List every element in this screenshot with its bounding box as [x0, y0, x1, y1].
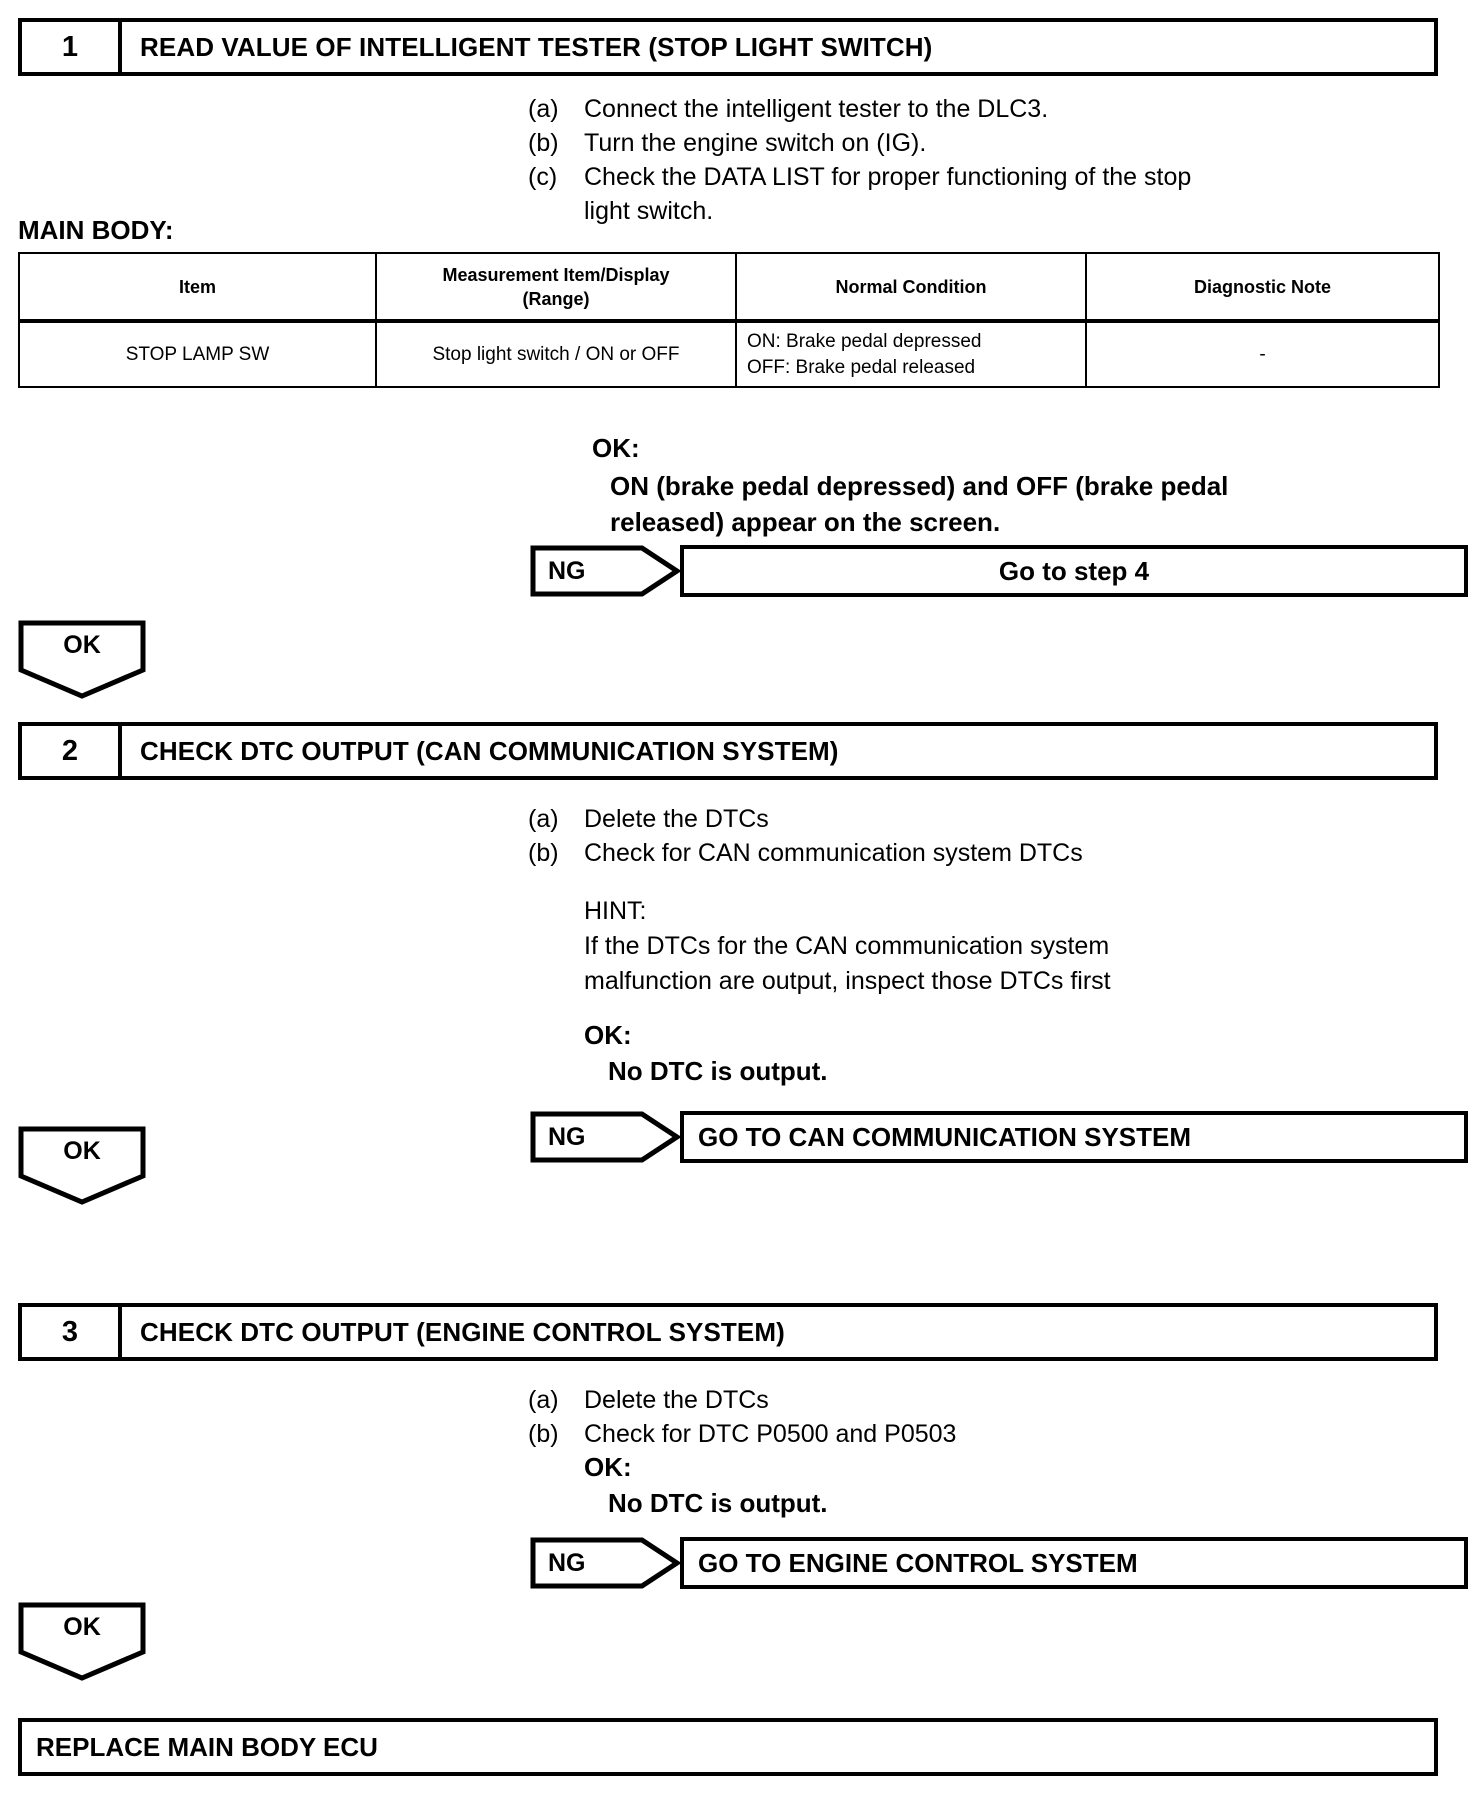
- cell-item: STOP LAMP SW: [18, 319, 377, 388]
- cell-diagnostic-note: -: [1085, 319, 1440, 388]
- step-3-ok-label: OK:: [584, 1452, 632, 1482]
- step-1-procedure-c: (c) Check the DATA LIST for proper funct…: [528, 160, 1191, 228]
- step-3-ng-branch: NG GO TO ENGINE CONTROL SYSTEM: [530, 1537, 1468, 1589]
- ng-chevron-icon: NG: [530, 1111, 680, 1163]
- ng-chevron-shape: [530, 545, 680, 597]
- step-3-ng-label: NG: [548, 1548, 586, 1577]
- step-1-ok-marker: OK: [18, 620, 146, 700]
- step-2-ng-target: GO TO CAN COMMUNICATION SYSTEM: [680, 1111, 1468, 1163]
- step-2-number: 2: [22, 726, 122, 776]
- step-1-ng-branch: NG Go to step 4: [530, 545, 1468, 597]
- table-header-measurement: Measurement Item/Display (Range): [375, 252, 737, 323]
- ok-pentagon-shape: [18, 1602, 146, 1681]
- ng-chevron-icon: NG: [530, 1537, 680, 1589]
- ok-pentagon-shape: [18, 620, 146, 699]
- step-3-header: 3 CHECK DTC OUTPUT (ENGINE CONTROL SYSTE…: [18, 1303, 1438, 1361]
- cell-normal-condition: ON: Brake pedal depressed OFF: Brake ped…: [735, 319, 1087, 388]
- final-result-box: REPLACE MAIN BODY ECU: [18, 1718, 1438, 1776]
- step-3-number: 3: [22, 1307, 122, 1357]
- step-1-ng-target: Go to step 4: [680, 545, 1468, 597]
- step-1-procedure-b: (b) Turn the engine switch on (IG).: [528, 126, 926, 160]
- step-2-procedure-b-label: (b): [528, 839, 559, 867]
- step-3-ok-marker: OK: [18, 1602, 146, 1682]
- data-list-table: Item Measurement Item/Display (Range) No…: [18, 252, 1440, 388]
- step-3-title: CHECK DTC OUTPUT (ENGINE CONTROL SYSTEM): [140, 1316, 785, 1347]
- ng-chevron-shape: [530, 1537, 680, 1589]
- step-1-procedure-a: (a) Connect the intelligent tester to th…: [528, 92, 1048, 126]
- step-2-ok-marker-label: OK: [63, 1136, 101, 1165]
- step-1-procedure-a-label: (a): [528, 95, 559, 123]
- step-1-procedure-b-label: (b): [528, 129, 559, 157]
- table-header-normal-condition: Normal Condition: [735, 252, 1087, 323]
- step-3-procedure-a-text: Delete the DTCs: [584, 1386, 769, 1414]
- step-1-ok-text: ON (brake pedal depressed) and OFF (brak…: [610, 471, 1229, 537]
- ok-pentagon-shape: [18, 1126, 146, 1205]
- step-2-ng-branch: NG GO TO CAN COMMUNICATION SYSTEM: [530, 1111, 1468, 1163]
- step-1-procedure-b-text: Turn the engine switch on (IG).: [584, 129, 927, 157]
- step-3-procedure-a: (a) Delete the DTCs: [528, 1383, 769, 1417]
- step-1-title: READ VALUE OF INTELLIGENT TESTER (STOP L…: [140, 31, 933, 62]
- table-header-item: Item: [18, 252, 377, 323]
- step-1-procedure-c-text: Check the DATA LIST for proper functioni…: [584, 163, 1192, 225]
- step-1-ok-label: OK:: [592, 433, 640, 463]
- step-2-ok-marker: OK: [18, 1126, 146, 1206]
- step-2-ok-text: No DTC is output.: [608, 1056, 828, 1086]
- main-body-label: MAIN BODY:: [18, 215, 174, 245]
- step-1-number: 1: [22, 22, 122, 72]
- ng-chevron-icon: NG: [530, 545, 680, 597]
- step-3-procedure-b-text: Check for DTC P0500 and P0503: [584, 1420, 957, 1448]
- step-2-procedure-a: (a) Delete the DTCs: [528, 802, 769, 836]
- step-1-header: 1 READ VALUE OF INTELLIGENT TESTER (STOP…: [18, 18, 1438, 76]
- step-2-procedure-b-text: Check for CAN communication system DTCs: [584, 839, 1083, 867]
- table-header-diagnostic-note: Diagnostic Note: [1085, 252, 1440, 323]
- table-row: STOP LAMP SW Stop light switch / ON or O…: [18, 319, 1440, 388]
- cell-measurement: Stop light switch / ON or OFF: [375, 319, 737, 388]
- step-2-hint-text: If the DTCs for the CAN communication sy…: [584, 932, 1111, 995]
- step-3-procedure-a-label: (a): [528, 1386, 559, 1414]
- step-1-procedure-c-label: (c): [528, 163, 558, 191]
- step-2-hint-label: HINT:: [584, 897, 647, 925]
- step-2-header: 2 CHECK DTC OUTPUT (CAN COMMUNICATION SY…: [18, 722, 1438, 780]
- step-3-ok-marker-label: OK: [63, 1612, 101, 1641]
- step-3-procedure-b-label: (b): [528, 1420, 559, 1448]
- step-3-ok-text: No DTC is output.: [608, 1488, 828, 1518]
- step-2-procedure-a-text: Delete the DTCs: [584, 805, 769, 833]
- step-3-procedure-b: (b) Check for DTC P0500 and P0503: [528, 1417, 956, 1451]
- step-2-ng-label: NG: [548, 1122, 586, 1151]
- step-2-procedure-b: (b) Check for CAN communication system D…: [528, 836, 1083, 870]
- step-2-ok-label: OK:: [584, 1020, 632, 1050]
- step-1-ok-marker-label: OK: [63, 630, 101, 659]
- step-2-procedure-a-label: (a): [528, 805, 559, 833]
- ng-chevron-shape: [530, 1111, 680, 1163]
- step-3-ng-target: GO TO ENGINE CONTROL SYSTEM: [680, 1537, 1468, 1589]
- step-2-title: CHECK DTC OUTPUT (CAN COMMUNICATION SYST…: [140, 735, 839, 766]
- table-header-row: Item Measurement Item/Display (Range) No…: [18, 252, 1440, 323]
- step-1-procedure-a-text: Connect the intelligent tester to the DL…: [584, 95, 1049, 123]
- step-1-ng-label: NG: [548, 556, 586, 585]
